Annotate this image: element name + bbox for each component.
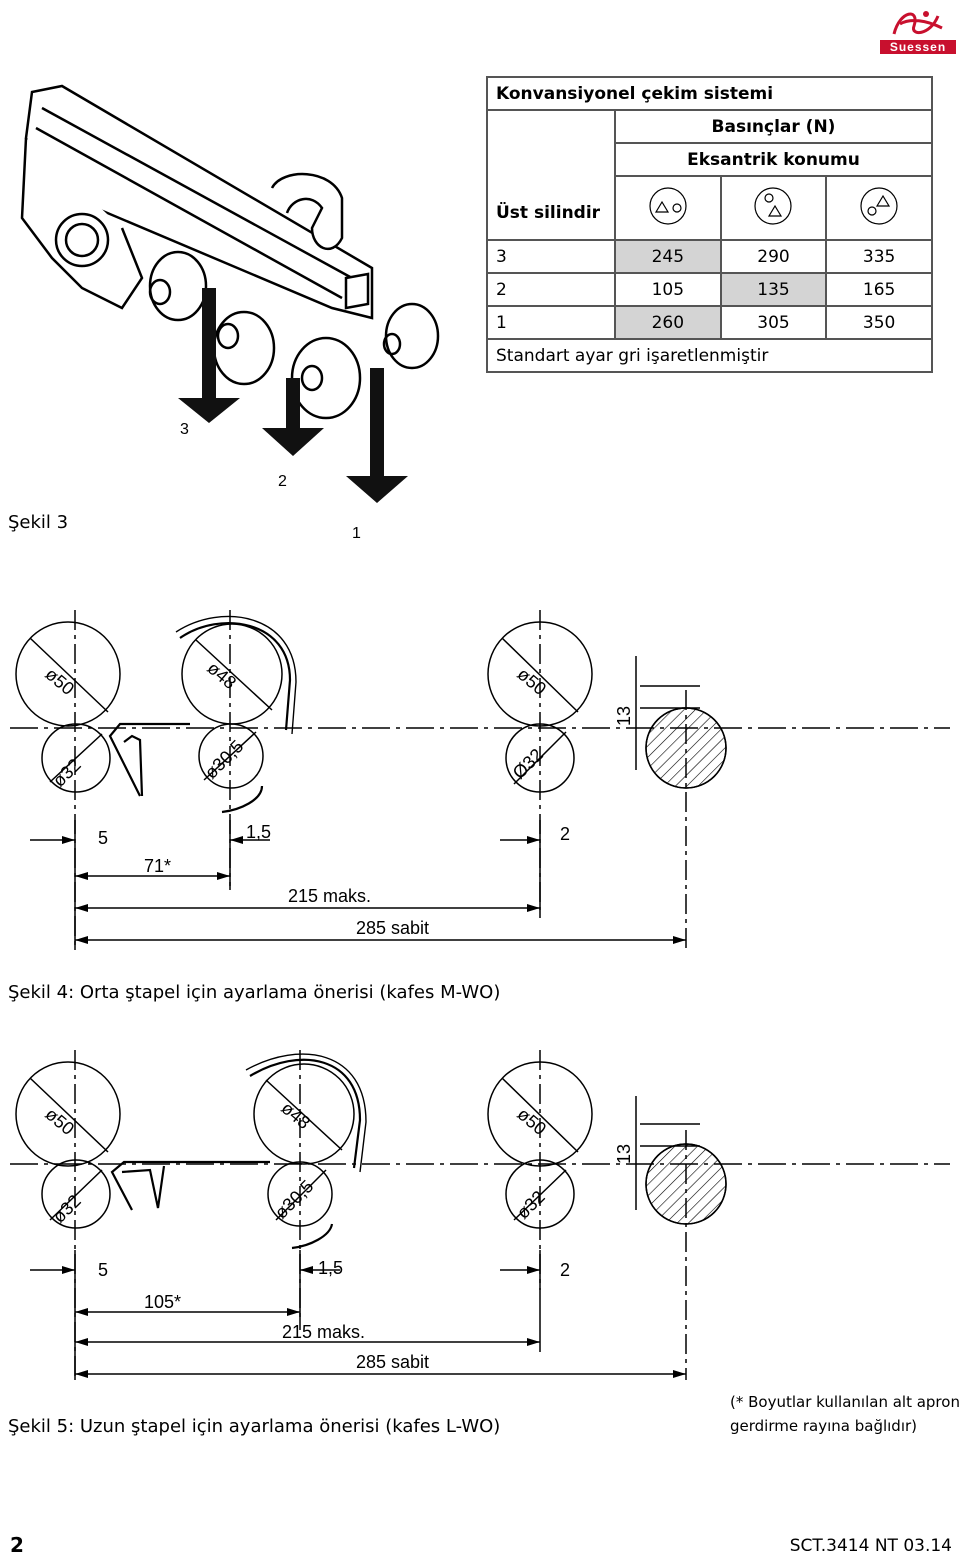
roller-label-3: 3 — [180, 421, 189, 438]
top-roller-header: Üst silindir — [486, 109, 616, 241]
table-title: Konvansiyonel çekim sistemi — [486, 76, 933, 111]
standard-setting-note: Standart ayar gri işaretlenmiştir — [486, 338, 933, 373]
dim-bot1: ø32 — [49, 755, 85, 791]
figure4-caption: Şekil 4: Orta ştapel için ayarlama öneri… — [8, 982, 501, 1003]
value-r3-c2: 290 — [719, 239, 828, 274]
dim-5: 5 — [98, 1260, 108, 1280]
footnote-line1: (* Boyutlar kullanılan alt apron — [730, 1393, 960, 1411]
value-r2-c3: 165 — [825, 272, 933, 307]
value-r1-c1: 260 — [614, 305, 722, 340]
dim-bot3: Ø32 — [509, 745, 547, 783]
dim-285: 285 sabit — [356, 918, 429, 938]
brand-name: Suessen — [880, 40, 956, 54]
roller-3-label: 3 — [486, 239, 616, 274]
pressure-table: Konvansiyonel çekim sistemi Üst silindir… — [486, 76, 933, 373]
dim-2: 2 — [560, 1260, 570, 1280]
roller-2-label: 2 — [486, 272, 616, 307]
eccentric-position-3-icon — [825, 175, 933, 241]
dim-1-5: 1,5 — [318, 1258, 343, 1278]
figure4-drawing: ø50 ø48 ø50 ø32 ø30,5 Ø32 13 5 1,5 2 71*… — [10, 610, 950, 950]
dim-1-5: 1,5 — [246, 822, 271, 842]
dim-2: 2 — [560, 824, 570, 844]
eccentric-header: Eksantrik konumu — [614, 142, 933, 177]
logo-emblem-icon — [892, 11, 943, 35]
suessen-logo: Suessen — [880, 6, 956, 54]
value-r1-c2: 305 — [719, 305, 828, 340]
footnote: (* Boyutlar kullanılan alt apron gerdirm… — [730, 1390, 960, 1438]
dim-top3: ø50 — [513, 1104, 550, 1139]
dim-5: 5 — [98, 828, 108, 848]
dim-215: 215 maks. — [288, 886, 371, 906]
dim-105: 105* — [144, 1292, 181, 1312]
dim-top2: ø48 — [203, 658, 240, 693]
dim-top3: ø50 — [513, 664, 550, 699]
value-r2-c1: 105 — [614, 272, 722, 307]
dim-bot2: ø30,5 — [201, 736, 248, 783]
dim-top1: ø50 — [41, 1104, 78, 1139]
dim-bot1: ø32 — [49, 1191, 85, 1227]
dim-top1: ø50 — [41, 664, 78, 699]
gap-label: 13 — [614, 706, 634, 726]
roller-1-label: 1 — [486, 305, 616, 340]
roller-label-2: 2 — [278, 473, 287, 490]
page-number: 2 — [10, 1533, 24, 1557]
footnote-line2: gerdirme rayına bağlıdır) — [730, 1417, 918, 1435]
value-r1-c3: 350 — [825, 305, 933, 340]
dim-bot2: ø30,5 — [271, 1176, 318, 1223]
eccentric-position-1-icon — [614, 175, 722, 241]
eccentric-position-2-icon — [719, 175, 828, 241]
dim-215: 215 maks. — [282, 1322, 365, 1342]
document-code: SCT.3414 NT 03.14 — [789, 1536, 952, 1556]
figure5-caption: Şekil 5: Uzun ştapel için ayarlama öneri… — [8, 1416, 501, 1437]
figure5-drawing: ø50 ø48 ø50 ø32 ø30,5 ø32 13 5 1,5 2 105… — [10, 1050, 950, 1380]
dim-285: 285 sabit — [356, 1352, 429, 1372]
figure3-caption: Şekil 3 — [8, 512, 69, 533]
gap-label: 13 — [614, 1144, 634, 1164]
drafting-arm-illustration: 3 2 1 — [20, 84, 440, 538]
dim-71: 71* — [144, 856, 171, 876]
value-r3-c3: 335 — [825, 239, 933, 274]
roller-label-1: 1 — [352, 525, 361, 538]
dim-top2: ø48 — [277, 1098, 314, 1133]
pressures-header: Basınçlar (N) — [614, 109, 933, 144]
value-r3-c1: 245 — [614, 239, 722, 274]
value-r2-c2: 135 — [719, 272, 828, 307]
